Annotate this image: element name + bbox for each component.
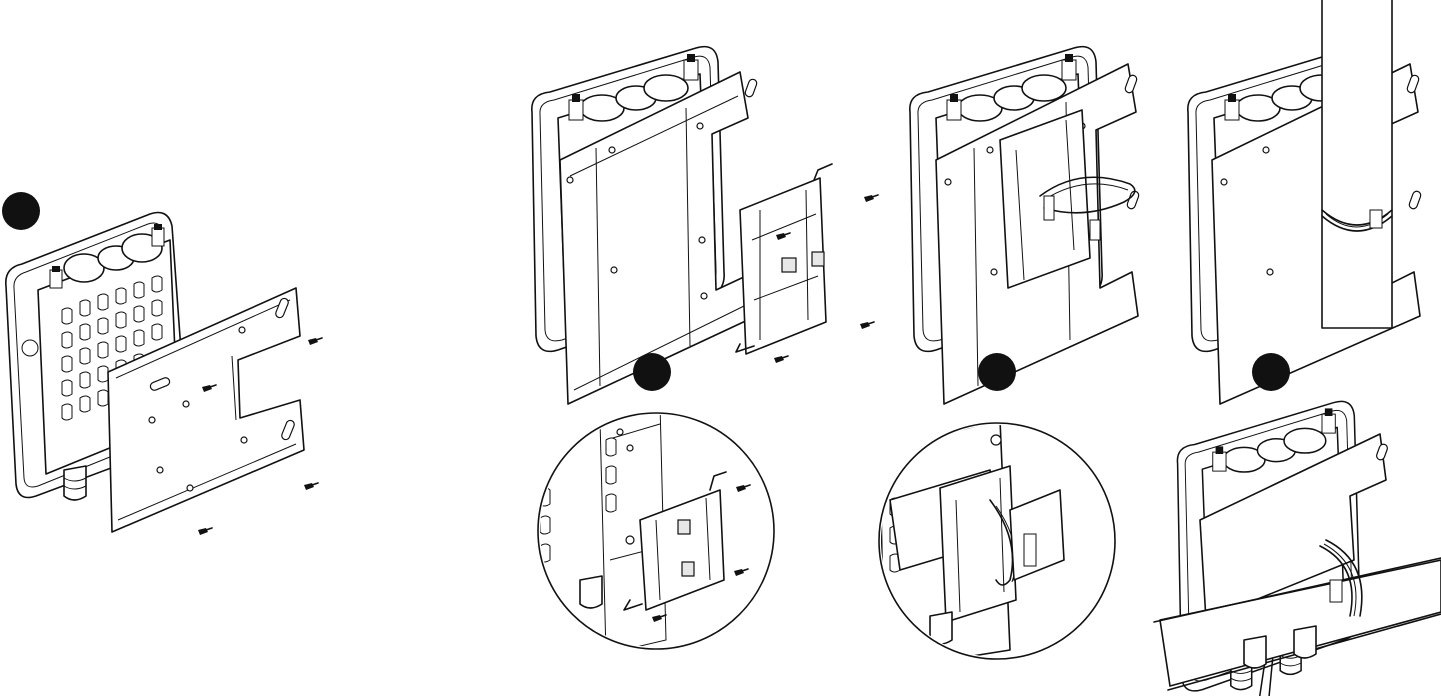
step-3-assembly — [879, 47, 1140, 670]
step-2-badge — [633, 353, 671, 391]
vertical-pole — [1322, 0, 1392, 328]
step-1-badge — [2, 192, 40, 230]
step-1-assembly — [2, 192, 322, 535]
step-2-assembly — [520, 47, 878, 660]
step-3-badge — [978, 353, 1016, 391]
detail-zoom-step-3 — [879, 420, 1115, 670]
pole-bracket-step-2 — [736, 164, 832, 354]
detail-zoom-step-2 — [520, 404, 774, 660]
step-4-badge — [1252, 353, 1290, 391]
step-4-assembly — [1154, 0, 1441, 696]
bracket-and-clamp-step-3 — [1000, 110, 1135, 288]
horizontal-pole-assembly — [1154, 401, 1441, 696]
